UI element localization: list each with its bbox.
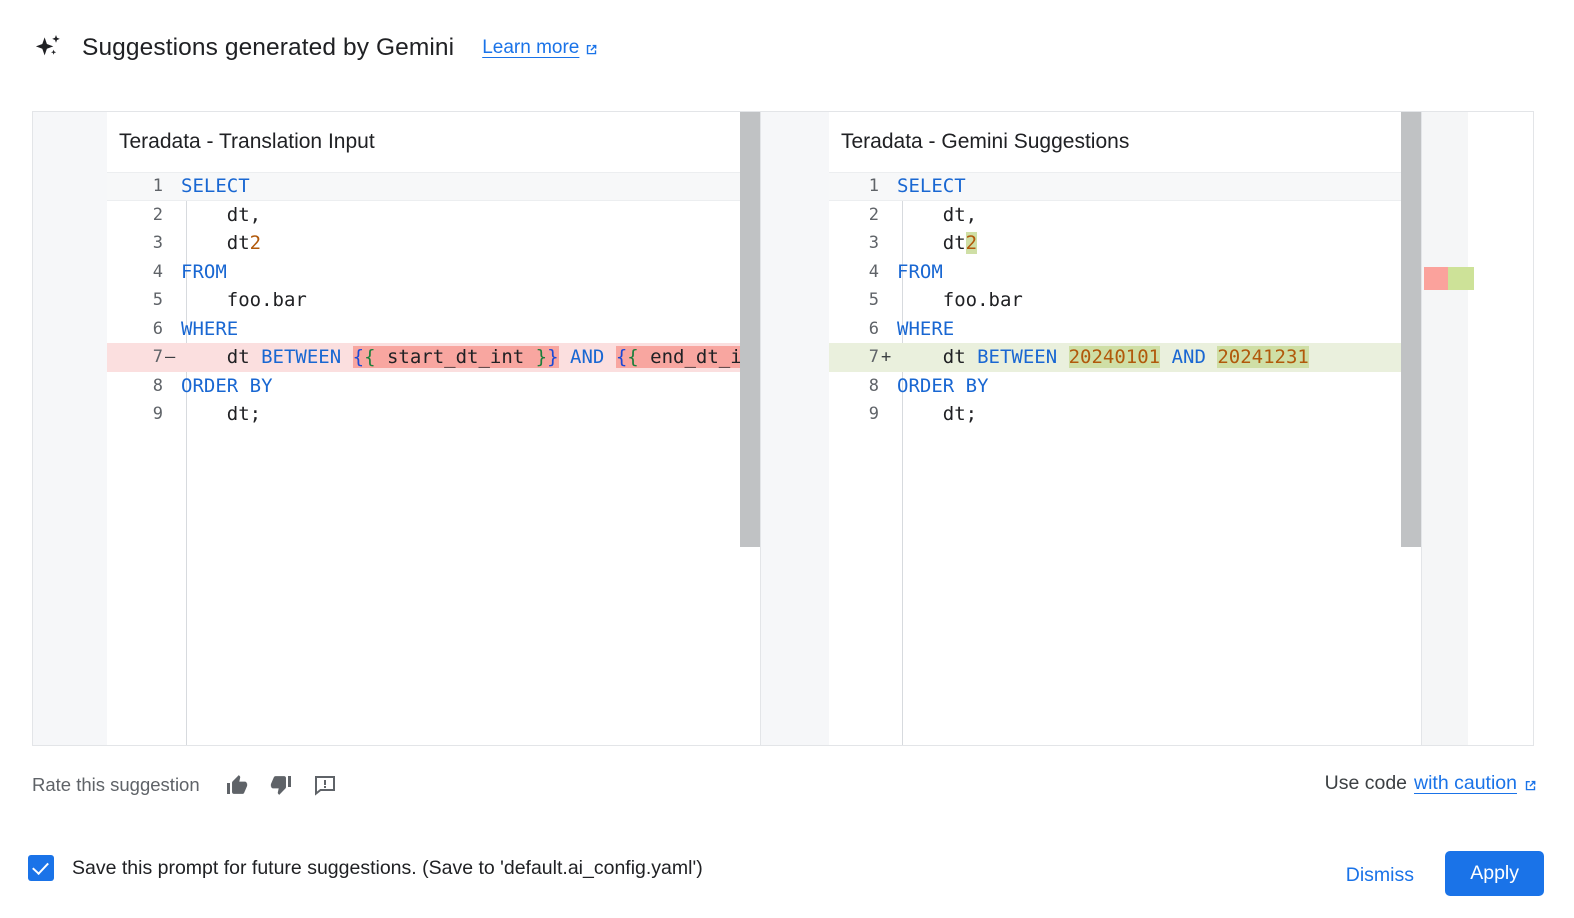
code-line[interactable]: 3 dt2	[107, 229, 760, 258]
right-pane-title: Teradata - Gemini Suggestions	[841, 130, 1130, 153]
external-link-icon	[1523, 776, 1538, 791]
diff-pane-original: Teradata - Translation Input 1 SELECT 2 dt…	[33, 112, 761, 745]
code-line[interactable]: 8 ORDER BY	[829, 372, 1468, 401]
code-line-text: FROM	[181, 260, 227, 283]
indent-guide	[186, 172, 187, 745]
code-line[interactable]: 6 WHERE	[107, 315, 760, 344]
diff-pane-suggestion: Teradata - Gemini Suggestions 1 SELECT 2 d…	[761, 112, 1474, 745]
code-line[interactable]: 6 WHERE	[829, 315, 1468, 344]
line-number: 1	[868, 176, 879, 196]
code-line-text: dt2	[897, 232, 978, 254]
page-title: Suggestions generated by Gemini	[82, 34, 455, 61]
code-line-text: ORDER BY	[181, 374, 273, 397]
use-code-label: Use code	[1324, 772, 1408, 794]
code-line[interactable]: 7+ dt BETWEEN 20240101 AND 20241231	[829, 343, 1468, 372]
apply-button[interactable]: Apply	[1445, 851, 1544, 896]
diff-viewer: Teradata - Translation Input 1 SELECT 2 dt…	[32, 111, 1534, 746]
learn-more-link[interactable]: Learn more	[482, 37, 599, 59]
left-code-column[interactable]: Teradata - Translation Input 1 SELECT 2 dt…	[107, 112, 760, 745]
code-line-text: SELECT	[897, 175, 966, 197]
code-line-background	[107, 172, 760, 201]
code-line[interactable]: 4 FROM	[829, 258, 1468, 287]
code-line-text: foo.bar	[897, 289, 1023, 311]
diff-delete-marker: —	[165, 347, 176, 367]
save-prompt-row: Save this prompt for future suggestions.…	[28, 855, 703, 881]
code-line-text: SELECT	[181, 175, 250, 197]
code-line-text: ORDER BY	[897, 374, 989, 397]
code-line[interactable]: 1 SELECT	[107, 172, 760, 201]
code-line[interactable]: 3 dt2	[829, 229, 1468, 258]
code-line[interactable]: 5 foo.bar	[107, 286, 760, 315]
use-code-caution: Use code with caution	[1325, 772, 1538, 795]
right-gutter	[761, 112, 829, 745]
line-number: 3	[868, 233, 879, 253]
line-number: 6	[152, 318, 163, 339]
code-line-text: WHERE	[181, 317, 239, 340]
save-prompt-checkbox[interactable]	[28, 855, 54, 881]
line-number: 4	[868, 261, 879, 282]
footer-bar: Save this prompt for future suggestions.…	[0, 843, 1574, 905]
code-line[interactable]: 4 FROM	[107, 258, 760, 287]
code-line[interactable]: 8 ORDER BY	[107, 372, 760, 401]
panel-header: Suggestions generated by Gemini Learn mo…	[32, 26, 599, 70]
code-line-text: FROM	[897, 260, 943, 283]
left-gutter	[33, 112, 107, 745]
code-line[interactable]: 2 dt,	[829, 201, 1468, 230]
line-number: 1	[152, 176, 163, 196]
thumb-down-icon[interactable]	[266, 770, 296, 800]
line-number: 8	[152, 375, 163, 396]
code-line[interactable]: 2 dt,	[107, 201, 760, 230]
line-number: 6	[868, 318, 879, 339]
code-line[interactable]: 9 dt;	[107, 400, 760, 429]
line-number: 7	[152, 347, 163, 367]
diff-add-marker: +	[881, 347, 892, 367]
thumb-up-icon[interactable]	[222, 770, 252, 800]
diff-overview-ruler[interactable]	[1421, 112, 1474, 745]
code-line-text: dt BETWEEN {{ start_dt_int }} AND {{ end…	[181, 343, 760, 372]
external-link-icon	[584, 41, 599, 56]
code-line[interactable]: 5 foo.bar	[829, 286, 1468, 315]
code-line-background	[829, 172, 1468, 201]
line-number: 5	[152, 290, 163, 310]
rate-suggestion-bar: Rate this suggestion	[32, 770, 354, 800]
code-line-text: dt;	[897, 403, 978, 425]
sparkle-icon	[32, 31, 66, 65]
code-line-text: dt,	[181, 203, 262, 226]
code-line-text: WHERE	[897, 317, 955, 340]
code-line[interactable]: 7— dt BETWEEN {{ start_dt_int }} AND {{ …	[107, 343, 760, 372]
ruler-delete-marker	[1424, 267, 1448, 290]
line-number: 2	[152, 204, 163, 225]
with-caution-link[interactable]: with caution	[1414, 772, 1538, 795]
ruler-add-marker	[1448, 267, 1474, 290]
line-number: 5	[868, 290, 879, 310]
indent-guide	[902, 172, 903, 745]
left-pane-title: Teradata - Translation Input	[119, 130, 375, 153]
code-line-text: dt2	[181, 232, 262, 254]
with-caution-label: with caution	[1414, 772, 1517, 794]
line-number: 8	[868, 375, 879, 396]
learn-more-label: Learn more	[482, 37, 580, 58]
code-line-text: dt;	[181, 403, 262, 425]
dismiss-button[interactable]: Dismiss	[1345, 864, 1414, 886]
code-line[interactable]: 1 SELECT	[829, 172, 1468, 201]
code-line-text: foo.bar	[181, 289, 307, 311]
left-scrollbar[interactable]	[740, 112, 760, 547]
line-number: 4	[152, 261, 163, 282]
line-number: 9	[868, 404, 879, 424]
code-line[interactable]: 9 dt;	[829, 400, 1468, 429]
save-prompt-label: Save this prompt for future suggestions.…	[72, 856, 703, 879]
rate-label: Rate this suggestion	[32, 774, 200, 795]
report-feedback-icon[interactable]	[310, 770, 340, 800]
code-line-text: dt BETWEEN 20240101 AND 20241231	[897, 346, 1309, 368]
code-line-text: dt,	[897, 203, 978, 226]
line-number: 9	[152, 404, 163, 424]
line-number: 3	[152, 233, 163, 253]
line-number: 7	[868, 347, 879, 367]
right-code-column[interactable]: Teradata - Gemini Suggestions 1 SELECT 2 d…	[829, 112, 1468, 745]
right-scrollbar[interactable]	[1401, 112, 1421, 547]
line-number: 2	[868, 204, 879, 225]
